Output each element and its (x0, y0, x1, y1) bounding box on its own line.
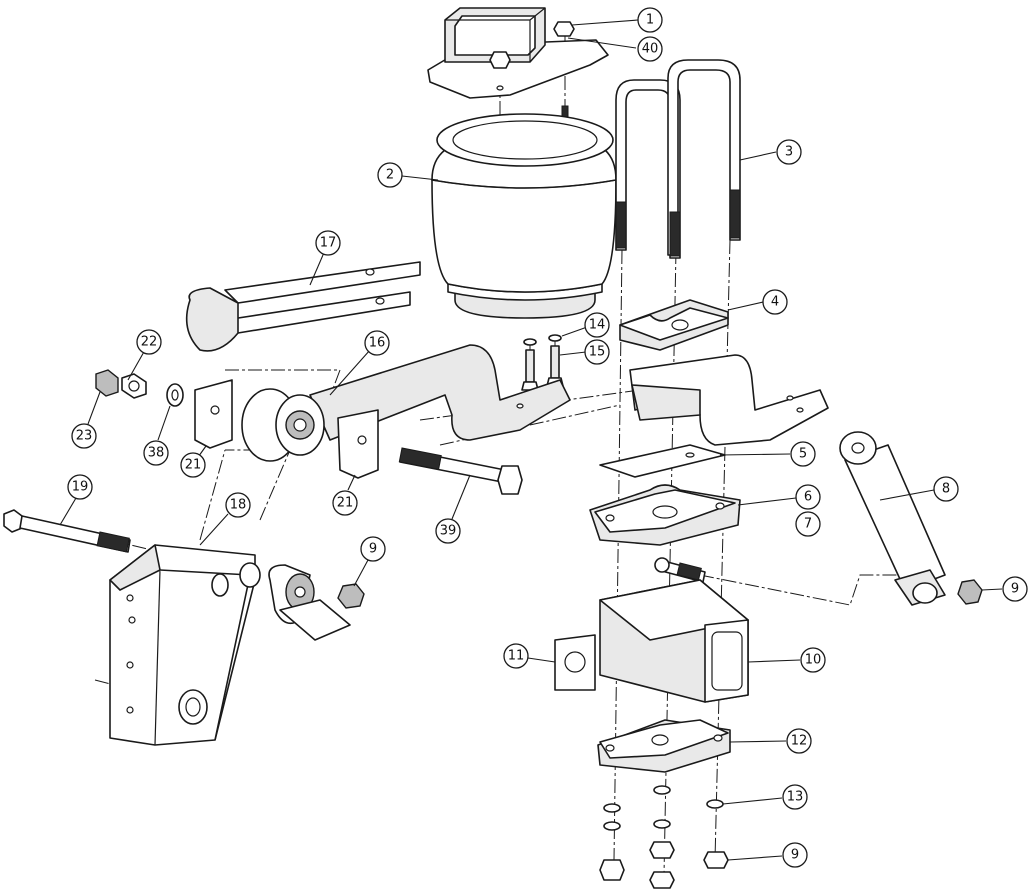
callout-label: 9 (1011, 582, 1019, 597)
callout-label: 22 (141, 335, 158, 350)
callout-18: 18 (225, 492, 251, 518)
callout-16: 16 (364, 330, 390, 356)
callout-label: 38 (148, 446, 165, 461)
callout-label: 9 (369, 542, 377, 557)
callout-7: 7 (795, 511, 821, 537)
leader-lines (59, 19, 1003, 861)
callout-label: 1 (646, 13, 654, 28)
callout-9-bottom: 9 (782, 842, 808, 868)
callout-label: 8 (942, 482, 950, 497)
side-plates (194, 379, 379, 479)
axle-tube (554, 579, 749, 703)
callout-23: 23 (71, 423, 97, 449)
callout-1: 1 (637, 7, 663, 33)
long-bolt (3, 509, 131, 553)
callout-11: 11 (503, 643, 529, 669)
callout-label: 7 (804, 517, 812, 532)
callout-21-left: 21 (180, 452, 206, 478)
callout-8: 8 (933, 476, 959, 502)
callout-label: 4 (771, 295, 779, 310)
air-spring (431, 105, 617, 319)
callout-label: 10 (805, 653, 822, 668)
callout-label: 23 (76, 429, 93, 444)
callout-17: 17 (315, 230, 341, 256)
callout-label: 9 (791, 848, 799, 863)
callout-10: 10 (800, 647, 826, 673)
spring-seat-assembly (589, 444, 741, 583)
u-bolts (615, 59, 741, 259)
callout-label: 19 (72, 480, 89, 495)
callout-3: 3 (776, 139, 802, 165)
callout-2: 2 (377, 162, 403, 188)
callout-label: 11 (508, 649, 525, 664)
callout-label: 40 (642, 42, 659, 57)
callout-label: 39 (440, 524, 457, 539)
callout-5: 5 (790, 441, 816, 467)
callout-12: 12 (786, 728, 812, 754)
callout-label: 5 (799, 447, 807, 462)
callout-9-shock: 9 (1002, 576, 1028, 602)
callout-38: 38 (143, 440, 169, 466)
bottom-hardware (599, 785, 729, 889)
lower-clamp (597, 719, 731, 773)
callout-label: 3 (785, 145, 793, 160)
callout-4: 4 (762, 289, 788, 315)
callout-13: 13 (782, 784, 808, 810)
upper-mount-plate (427, 7, 609, 99)
hanger-bracket (109, 544, 261, 746)
callout-22: 22 (136, 329, 162, 355)
callout-label: 21 (185, 458, 202, 473)
callout-19: 19 (67, 474, 93, 500)
trailing-arm (241, 344, 829, 462)
callout-label: 12 (791, 734, 808, 749)
callout-40: 40 (637, 36, 663, 62)
pivot-hardware (95, 369, 184, 407)
strap-bracket (185, 261, 421, 352)
callout-21-right: 21 (332, 490, 358, 516)
callout-label: 2 (386, 168, 394, 183)
callout-label: 14 (589, 318, 606, 333)
axle-seat (619, 299, 729, 351)
callout-39: 39 (435, 518, 461, 544)
callout-label: 15 (589, 345, 606, 360)
shock-absorber (839, 431, 983, 606)
callout-label: 21 (337, 496, 354, 511)
callout-6: 6 (795, 484, 821, 510)
callout-14: 14 (584, 312, 610, 338)
pivot-bolt (398, 447, 523, 495)
callout-label: 17 (320, 236, 337, 251)
callout-label: 18 (230, 498, 247, 513)
callout-label: 13 (787, 790, 804, 805)
callout-9-left: 9 (360, 536, 386, 562)
callout-label: 16 (369, 336, 386, 351)
bushing-assembly (268, 564, 365, 641)
callout-15: 15 (584, 339, 610, 365)
callout-label: 6 (804, 490, 812, 505)
